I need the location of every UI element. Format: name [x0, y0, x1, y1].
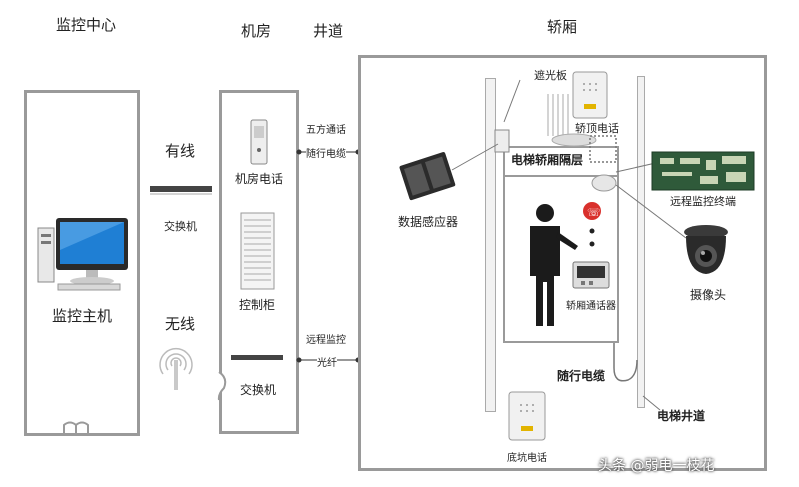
- data-sensor-label: 数据感应器: [398, 215, 459, 229]
- heading-shaft: 井道: [313, 22, 344, 40]
- intercom-label: 轿厢通话器: [566, 301, 616, 312]
- elevator-shaft-label: 电梯井道: [657, 409, 706, 423]
- pit-phone-label: 底坑电话: [507, 453, 547, 464]
- monitor-host-label: 监控主机: [52, 307, 113, 325]
- heading-car: 轿厢: [547, 18, 578, 36]
- heading-monitor-center: 监控中心: [56, 16, 117, 34]
- remote-monitor-label: 远程监控: [306, 335, 346, 346]
- light-shield-label: 遮光板: [534, 69, 567, 82]
- watermark: 头条 @弱电一枝花: [598, 458, 715, 474]
- remote-terminal-label: 远程监控终端: [670, 195, 736, 208]
- fiber-label: 光纤: [317, 354, 337, 369]
- wireless-label: 无线: [165, 315, 196, 333]
- shaft-rail-left: [485, 78, 496, 412]
- machine-phone-label: 机房电话: [235, 172, 284, 186]
- car-traveling-cable-label: 随行电缆: [557, 369, 606, 383]
- five-way-label: 五方通话: [306, 125, 346, 136]
- wired-label: 有线: [165, 142, 196, 160]
- svg-text:☏: ☏: [587, 206, 601, 219]
- shaft-rail-right: [637, 76, 645, 408]
- shaft-cable-label: 随行电缆: [306, 145, 346, 160]
- control-cabinet-label: 控制柜: [239, 298, 276, 312]
- monitor-switch-label: 交换机: [164, 220, 197, 233]
- car-top-phone-label: 轿顶电话: [575, 122, 619, 135]
- machine-switch-label: 交换机: [240, 383, 277, 397]
- heading-machine-room: 机房: [241, 22, 272, 40]
- car-partition-label: 电梯轿厢隔层: [505, 149, 617, 177]
- camera-label: 摄像头: [690, 288, 727, 302]
